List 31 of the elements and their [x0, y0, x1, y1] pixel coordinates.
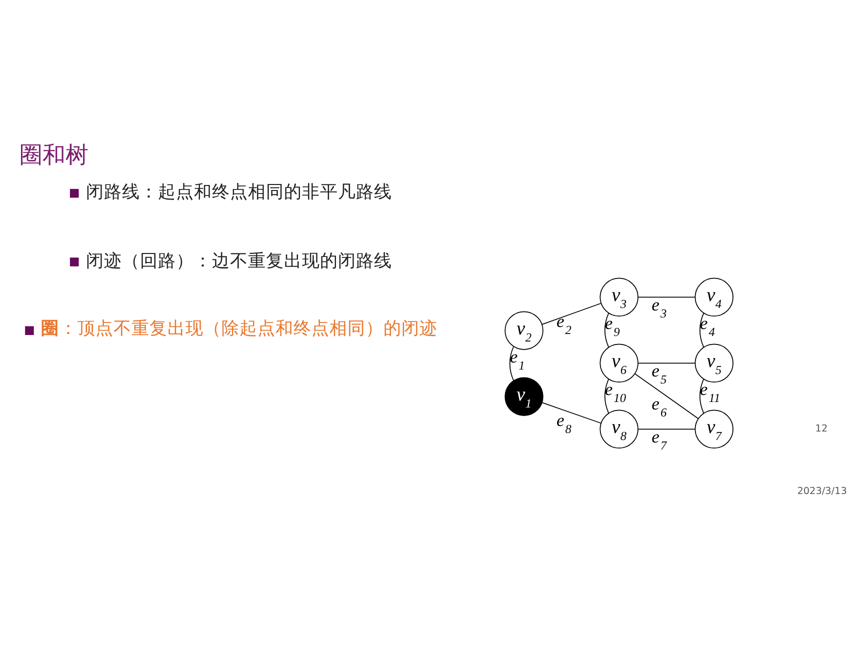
- edge-label: e$_{6}$: [652, 393, 667, 420]
- node-circle: v$_{6}$: [600, 344, 638, 383]
- edge-label: e$_{5}$: [652, 360, 667, 386]
- connector: [509, 346, 514, 382]
- edge-label: e$_{8}$: [556, 410, 572, 436]
- node-circle: v$_{8}$: [600, 410, 638, 449]
- connector: [604, 312, 610, 348]
- node-circle: v$_{7}$: [694, 410, 734, 449]
- diagram-title: 圈和树: [19, 142, 88, 168]
- label: 闭迹（回路）：边不重复出现的闭路线: [86, 251, 392, 272]
- node-circle: v$_{3}$: [600, 278, 638, 317]
- node-circle: v$_{1}$: [504, 377, 544, 416]
- connector: [542, 402, 602, 424]
- edge-label: e$_{7}$: [652, 426, 667, 452]
- node-circle: v$_{2}$: [504, 311, 544, 350]
- connector: [638, 296, 696, 298]
- node-circle: v$_{5}$: [694, 344, 734, 383]
- connector: [542, 302, 602, 325]
- connector: [699, 312, 704, 348]
- node-circle: v$_{4}$: [694, 278, 734, 317]
- edge-label: e$_{3}$: [652, 294, 667, 320]
- connector: [638, 428, 696, 430]
- label: 12: [815, 424, 828, 435]
- connector: [604, 378, 610, 414]
- connector: [638, 362, 696, 364]
- label: 2023/3/13: [797, 486, 847, 498]
- label: 闭路线：起点和终点相同的非平凡路线: [86, 182, 392, 203]
- edge-label: e$_{2}$: [556, 311, 572, 338]
- label: 圈：顶点不重复出现（除起点和终点相同）的闭迹: [40, 319, 438, 340]
- connector: [699, 378, 704, 414]
- connector: [634, 373, 699, 420]
